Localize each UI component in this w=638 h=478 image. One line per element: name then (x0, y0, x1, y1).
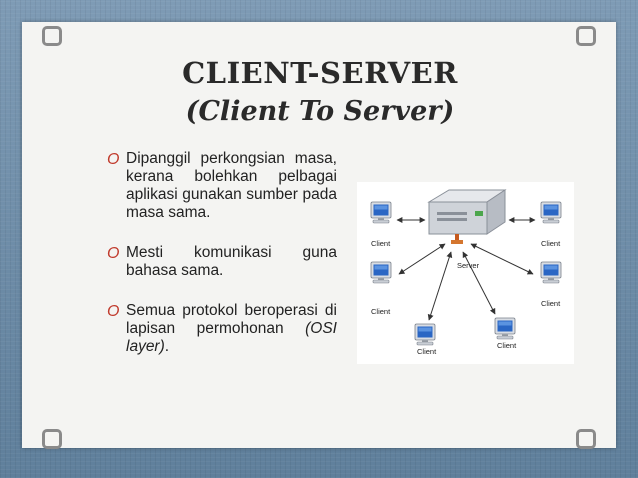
client-label: Client (541, 299, 561, 308)
client-label: Client (371, 239, 391, 248)
bullet-item: O Mesti komunikasi guna bahasa sama. (107, 244, 337, 280)
corner-bracket-icon (42, 26, 62, 46)
client-computer-icon (540, 261, 562, 284)
bullet-marker: O (107, 303, 120, 320)
client-computer-icon (414, 323, 436, 346)
corner-bracket-icon (576, 429, 596, 449)
bullet-text-main: Semua protokol beroperasi di lapisan per… (126, 302, 337, 337)
client-label: Client (541, 239, 561, 248)
client-computer-icon (540, 201, 562, 224)
bullet-text: Dipanggil perkongsian masa, kerana boleh… (126, 150, 337, 221)
bullet-text: Mesti komunikasi guna bahasa sama. (126, 244, 337, 279)
bullet-item: O Semua protokol beroperasi di lapisan p… (107, 302, 337, 356)
bullet-text-italic: (OSI layer) (126, 320, 337, 355)
bullet-marker: O (107, 245, 120, 262)
corner-bracket-icon (42, 429, 62, 449)
client-computer-icon (370, 261, 392, 284)
client-computer-icon (370, 201, 392, 224)
client-server-diagram: Server Client Client Client Client Clien… (357, 182, 574, 364)
client-computer-icon (494, 317, 516, 340)
client-label: Client (497, 341, 517, 350)
bullet-list: O Dipanggil perkongsian masa, kerana bol… (107, 150, 337, 378)
client-label: Client (417, 347, 437, 356)
bullet-text: Semua protokol beroperasi di lapisan per… (126, 302, 337, 356)
bullet-text-end: . (164, 338, 170, 355)
client-label: Client (371, 307, 391, 316)
slide-title: CLIENT-SERVER (182, 56, 458, 90)
bullet-item: O Dipanggil perkongsian masa, kerana bol… (107, 150, 337, 222)
corner-bracket-icon (576, 26, 596, 46)
server-label: Server (457, 261, 480, 270)
bullet-marker: O (107, 151, 120, 168)
slide-subtitle: (Client To Server) (185, 96, 455, 127)
server-icon (427, 189, 507, 244)
